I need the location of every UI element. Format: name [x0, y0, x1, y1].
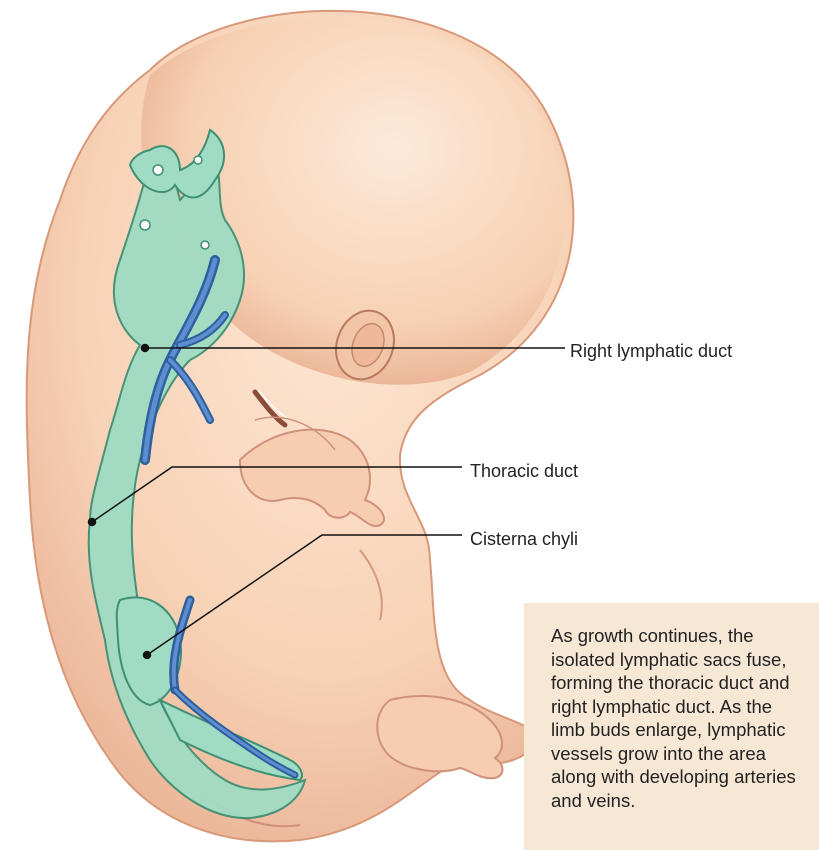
callout-text: As growth continues, the isolated lympha…: [551, 624, 809, 812]
embryo-body: [27, 11, 574, 841]
label-right-lymphatic-duct: Right lymphatic duct: [570, 340, 750, 362]
description-callout: As growth continues, the isolated lympha…: [524, 603, 819, 850]
label-thoracic-duct: Thoracic duct: [470, 460, 578, 482]
label-cisterna-chyli: Cisterna chyli: [470, 528, 578, 550]
